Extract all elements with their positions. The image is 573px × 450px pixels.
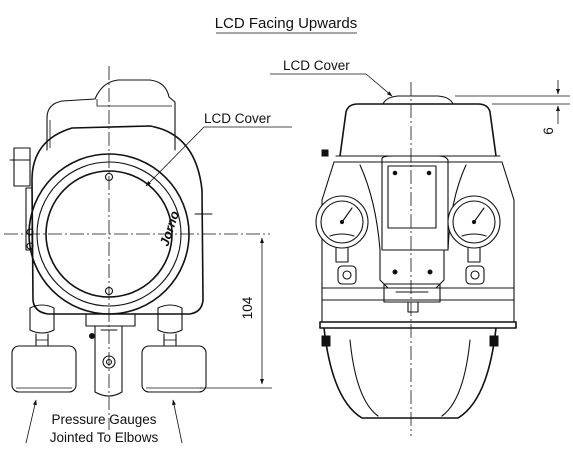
side-rib-right bbox=[447, 164, 467, 251]
side-top-housing bbox=[339, 103, 497, 157]
side-bracket-rivet-4 bbox=[427, 269, 433, 275]
left-gauge-needle bbox=[341, 207, 353, 223]
front-view: Jorno bbox=[4, 66, 270, 430]
brand-mark: Jorno bbox=[157, 209, 182, 248]
pressure-gauges-callout: Pressure Gauges Jointed To Elbows bbox=[25, 399, 183, 445]
right-gauge-dial bbox=[452, 200, 496, 244]
lcd-cover-callout-side: LCD Cover bbox=[270, 58, 393, 97]
front-bracket-dot bbox=[89, 333, 95, 339]
right-gauge-stem bbox=[467, 247, 481, 263]
left-gauge-dial bbox=[320, 200, 364, 244]
side-lcd-cover bbox=[382, 95, 454, 105]
right-gauge-pivot bbox=[471, 219, 477, 225]
side-bottom-nub-right bbox=[489, 335, 499, 347]
front-main-body bbox=[31, 125, 204, 315]
front-right-elbow bbox=[157, 304, 183, 334]
lcd-cover-label-side: LCD Cover bbox=[283, 58, 350, 73]
side-bracket-plate bbox=[387, 165, 437, 229]
right-gauge-fitting-hole bbox=[470, 270, 480, 280]
side-bottom-housing bbox=[323, 327, 497, 419]
gauge-leader-right bbox=[172, 399, 183, 444]
side-bottom-curve-right bbox=[441, 339, 471, 417]
dimension-6: 6 bbox=[455, 80, 570, 135]
front-left-screw bbox=[26, 228, 34, 236]
side-left-nub bbox=[321, 149, 329, 157]
gauges-label-line2: Jointed To Elbows bbox=[50, 430, 159, 445]
left-gauge-arc bbox=[329, 233, 355, 237]
title-text: LCD Facing Upwards bbox=[215, 15, 358, 32]
side-connector-block bbox=[383, 283, 441, 303]
lcd-cover-callout-front: LCD Cover bbox=[145, 111, 292, 187]
right-gauge-fitting bbox=[465, 265, 485, 285]
front-top-housing bbox=[46, 79, 176, 151]
right-gauge-arc bbox=[461, 233, 487, 237]
left-gauge-pivot bbox=[339, 219, 345, 225]
lcd-cover-label-front: LCD Cover bbox=[204, 111, 271, 126]
right-gauge-needle bbox=[473, 207, 485, 223]
side-lower-sides bbox=[321, 299, 515, 323]
dimension-104: 104 bbox=[200, 237, 272, 389]
left-gauge-stem bbox=[335, 247, 349, 263]
front-housing-step bbox=[96, 99, 172, 107]
lcd-cover-leader-front bbox=[145, 126, 205, 187]
side-bracket-rivet-1 bbox=[392, 170, 398, 176]
left-gauge-fitting bbox=[337, 265, 357, 285]
side-right-gauge bbox=[447, 195, 501, 285]
front-left-switch-box bbox=[13, 147, 31, 187]
side-bottom-curve-left bbox=[349, 339, 379, 417]
side-lower-band bbox=[319, 321, 517, 329]
side-connector-pin bbox=[407, 301, 419, 313]
side-rib-left bbox=[359, 164, 381, 251]
side-bracket-rivet-3 bbox=[392, 269, 398, 275]
side-bracket-rivet-2 bbox=[426, 170, 432, 176]
side-bottom-nub-left bbox=[321, 335, 331, 347]
front-left-elbow bbox=[29, 304, 55, 334]
side-bracket-lower bbox=[379, 249, 445, 289]
front-left-gauge-body bbox=[11, 345, 77, 393]
gauges-label-line1: Pressure Gauges bbox=[51, 412, 156, 427]
front-left-rib bbox=[25, 187, 33, 251]
front-bottom-bracket bbox=[85, 313, 136, 327]
side-view bbox=[315, 82, 517, 436]
side-central-bracket bbox=[381, 155, 449, 251]
dim-104-value: 104 bbox=[240, 296, 255, 319]
side-left-gauge bbox=[315, 195, 369, 285]
dim-6-value: 6 bbox=[541, 127, 556, 135]
left-gauge-fitting-hole bbox=[342, 270, 352, 280]
drawing-title: LCD Facing Upwards bbox=[215, 15, 358, 34]
side-middle-body bbox=[321, 161, 515, 301]
gauge-leader-left bbox=[25, 399, 37, 444]
front-drain-pipe bbox=[94, 325, 123, 397]
front-right-gauge-body bbox=[141, 345, 207, 393]
lcd-cover-leader-side bbox=[365, 73, 393, 97]
